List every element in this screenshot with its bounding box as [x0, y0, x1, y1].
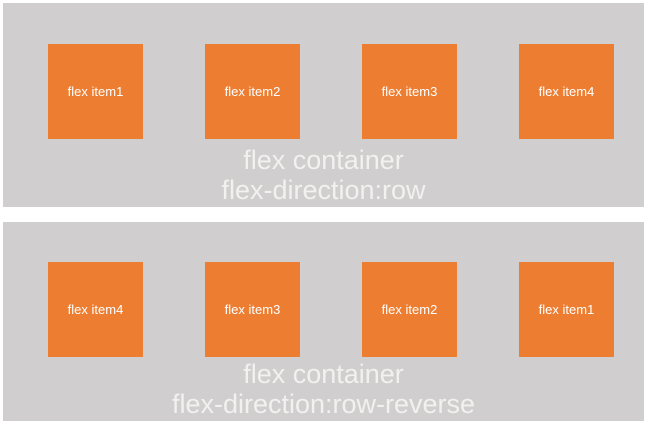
- flex-item: flex item4: [48, 262, 143, 357]
- flex-item-label: flex item3: [381, 84, 438, 99]
- container-caption: flex container flex-direction:row: [3, 145, 644, 205]
- items-row: flex item4 flex item3 flex item2 flex it…: [3, 222, 644, 357]
- flex-item-label: flex item3: [224, 302, 281, 317]
- flex-item: flex item2: [362, 262, 457, 357]
- caption-line-1: flex container: [243, 145, 404, 175]
- flex-item-label: flex item4: [67, 302, 124, 317]
- flex-item: flex item1: [519, 262, 614, 357]
- flex-item-label: flex item2: [224, 84, 281, 99]
- caption-line-2: flex-direction:row: [221, 175, 426, 205]
- container-caption: flex container flex-direction:row-revers…: [3, 359, 644, 419]
- caption-line-2: flex-direction:row-reverse: [171, 389, 476, 419]
- caption-line-1: flex container: [243, 359, 404, 389]
- flex-container-row: flex item1 flex item2 flex item3 flex it…: [3, 3, 644, 207]
- items-row: flex item1 flex item2 flex item3 flex it…: [3, 3, 644, 139]
- flex-item-label: flex item1: [538, 302, 595, 317]
- flex-item-label: flex item4: [538, 84, 595, 99]
- flex-item-label: flex item1: [67, 84, 124, 99]
- flex-item: flex item3: [362, 44, 457, 139]
- flex-item: flex item4: [519, 44, 614, 139]
- flex-item: flex item1: [48, 44, 143, 139]
- flex-item-label: flex item2: [381, 302, 438, 317]
- flex-item: flex item2: [205, 44, 300, 139]
- flex-item: flex item3: [205, 262, 300, 357]
- flex-container-row-reverse: flex item4 flex item3 flex item2 flex it…: [3, 222, 644, 421]
